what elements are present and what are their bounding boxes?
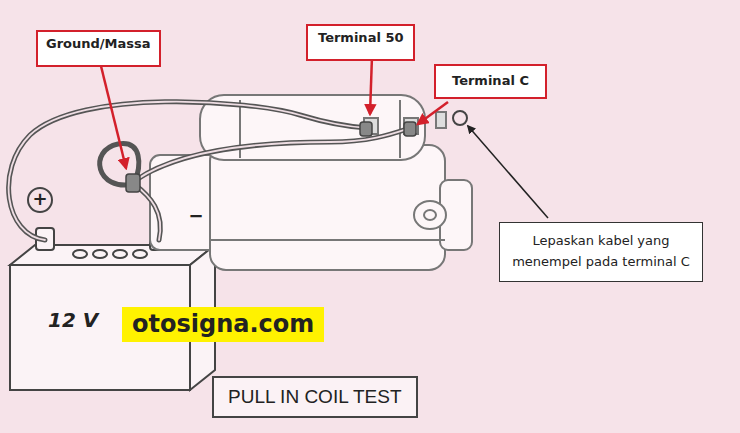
starter-motor	[436, 112, 446, 128]
leader-line	[100, 56, 448, 168]
note-box: Lepaskan kabel yang menempel pada termin…	[499, 222, 703, 282]
battery	[28, 188, 52, 212]
callout-text: Ground/Massa	[46, 36, 151, 53]
battery	[133, 250, 147, 258]
watermark: otosigna.com	[122, 307, 324, 342]
callout-box: Terminal 50	[306, 24, 415, 61]
battery	[73, 250, 87, 258]
clip	[360, 122, 372, 136]
starter-motor	[424, 210, 436, 220]
battery-voltage: 12 V	[48, 308, 98, 332]
callout-text: Lepaskan kabel yang menempel pada termin…	[510, 231, 692, 273]
starter-motor	[210, 239, 445, 241]
clip	[126, 122, 416, 192]
starter-motor	[453, 111, 467, 125]
callout-text: Terminal C	[452, 73, 529, 90]
caption-box: PULL IN COIL TEST	[212, 376, 418, 418]
starter-motor	[150, 95, 472, 270]
battery	[93, 250, 107, 258]
wire	[9, 102, 410, 240]
leader-line	[370, 56, 372, 114]
polarity-symbol: −	[185, 205, 207, 227]
leader-line	[100, 62, 126, 168]
wire-core	[9, 102, 410, 240]
leader-line	[468, 126, 548, 218]
starter-motor	[414, 201, 446, 229]
starter-motor	[210, 145, 445, 270]
wire-core	[9, 102, 368, 240]
clip	[126, 174, 140, 192]
callout-box: Terminal C	[434, 64, 547, 99]
leader-line	[418, 102, 448, 124]
battery	[113, 250, 127, 258]
callout-text: Terminal 50	[318, 30, 403, 47]
leader-line	[468, 126, 548, 218]
polarity-symbol: +	[29, 188, 51, 210]
wire	[9, 102, 368, 240]
callout-box: Ground/Massa	[36, 30, 161, 67]
clip	[404, 122, 416, 136]
